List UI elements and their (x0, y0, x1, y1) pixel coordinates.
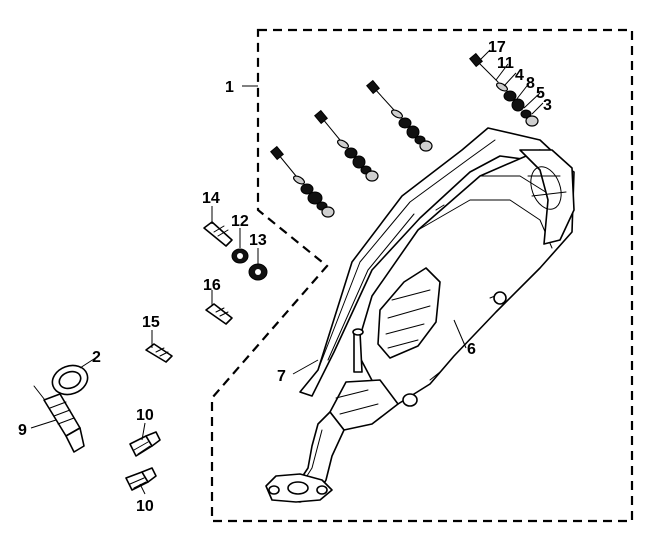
callout-11: 11 (497, 55, 514, 72)
callout-4: 4 (515, 67, 524, 84)
sensor-boss (353, 331, 363, 373)
callout-7: 7 (277, 368, 286, 385)
outlet-end-cap (519, 149, 575, 245)
callout-10-lower: 10 (136, 498, 154, 515)
callout-1: 1 (225, 79, 234, 96)
callout-17: 17 (488, 39, 506, 56)
bolt-16 (205, 303, 233, 325)
callout-8: 8 (526, 75, 535, 92)
leader-lines (30, 49, 544, 495)
callout-12: 12 (231, 213, 249, 230)
heat-guard-plate (377, 267, 441, 359)
bolt-15 (145, 343, 173, 363)
muffler-assembly (265, 127, 575, 503)
shield-screw-stacks (270, 52, 539, 218)
callout-10-upper: 10 (136, 407, 154, 424)
callout-labels: 1 2 3 4 5 6 7 8 9 10 10 11 12 13 14 15 1… (18, 39, 552, 515)
o2-sensor-9 (33, 385, 85, 453)
screw-stack-4 (270, 145, 335, 218)
hanger-bolt-14 (203, 221, 233, 247)
callout-15: 15 (142, 314, 160, 331)
screw-stack-2 (366, 79, 433, 152)
screw-stack-1 (469, 52, 539, 127)
callout-16: 16 (203, 277, 221, 294)
gasket-2 (51, 364, 89, 396)
callout-14: 14 (202, 190, 220, 207)
callout-5: 5 (536, 85, 545, 102)
stud-10-lower (125, 467, 157, 491)
callout-13: 13 (249, 232, 267, 249)
callout-3: 3 (543, 97, 552, 114)
assembly-boundary (210, 28, 634, 523)
silencer-body (355, 149, 575, 405)
screw-stack-3 (314, 109, 379, 182)
stud-10-upper (129, 431, 161, 457)
callout-2: 2 (92, 349, 101, 366)
callout-9: 9 (18, 422, 27, 439)
callout-6: 6 (467, 341, 476, 358)
